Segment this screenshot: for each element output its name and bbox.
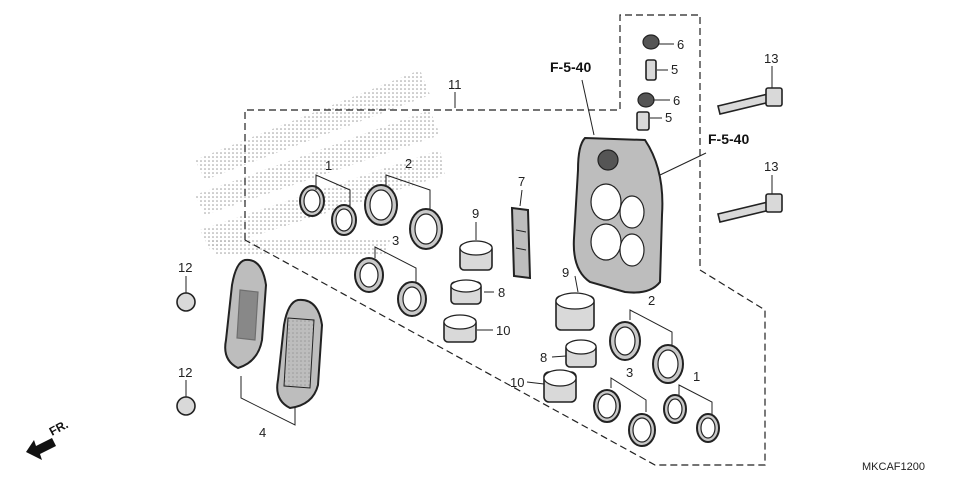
piston-seal-3-left [354,257,427,317]
piston-seal-1-left [299,185,357,236]
callout-12-upper: 12 [178,260,192,275]
callout-6-upper: 6 [677,37,684,52]
assembly-outline-11 [244,14,766,466]
callout-9-right: 9 [562,265,569,280]
piston-9-right [555,292,595,331]
callout-5-lower: 5 [665,110,672,125]
callout-13-upper: 13 [764,51,778,66]
piston-9-left [459,240,493,271]
caliper-body [572,136,664,294]
callout-8-right: 8 [540,350,547,365]
callout-7: 7 [518,174,525,189]
reference-label-left: F-5-40 [550,59,591,75]
mounting-bolt-13-upper [717,87,783,115]
reference-label-right: F-5-40 [708,131,749,147]
pad-pin-12-upper [176,292,196,312]
piston-8-right [565,339,597,368]
callout-2-right: 2 [648,293,655,308]
bleeder-cap-6-upper [642,34,660,50]
callout-10-left: 10 [496,323,510,338]
callout-3-right: 3 [626,365,633,380]
diagram-code: MKCAF1200 [862,461,925,473]
piston-seal-2-left [364,184,443,250]
bleeder-screw-5-lower [636,111,650,131]
piston-10-right [543,369,577,403]
front-direction-arrow: FR. [26,417,70,460]
callout-9-left: 9 [472,206,479,221]
leader-lines [185,43,773,426]
bleeder-screw-5-upper [645,59,657,81]
pad-spring-7 [510,206,532,280]
callout-11: 11 [448,77,462,92]
brake-pad-right [276,298,324,410]
callout-4: 4 [259,425,266,440]
callout-1-right: 1 [693,369,700,384]
callout-5-upper: 5 [671,62,678,77]
piston-10-left [443,314,477,343]
piston-seal-2-right [609,321,684,384]
piston-seal-3-right [593,389,656,447]
bleeder-cap-6-lower [637,92,655,108]
callout-12-lower: 12 [178,365,192,380]
callout-6-lower: 6 [673,93,680,108]
callout-13-lower: 13 [764,159,778,174]
piston-seal-1-right [663,394,720,443]
front-label: FR. [47,417,71,438]
callout-8-left: 8 [498,285,505,300]
brake-pad-left [224,258,268,370]
callout-1-left: 1 [325,158,332,173]
callout-3-left: 3 [392,233,399,248]
callout-10-right: 10 [510,375,524,390]
pad-pin-12-lower [176,396,196,416]
callout-2-left: 2 [405,156,412,171]
piston-8-left [450,279,482,305]
mounting-bolt-13-lower [717,193,783,223]
